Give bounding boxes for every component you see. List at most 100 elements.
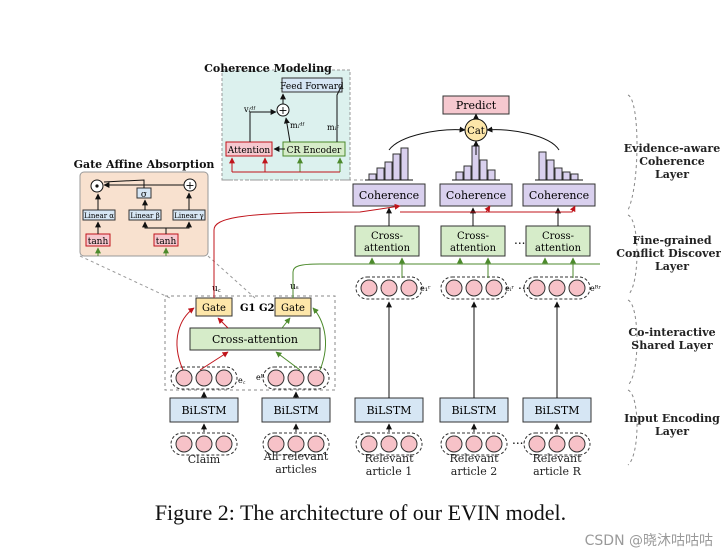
token-rows: [170, 276, 591, 456]
linear-gamma-label: Linear γ: [174, 212, 203, 220]
gate-inset-title: Gate Affine Absorption: [74, 158, 215, 171]
token-circle: [360, 279, 378, 297]
token-circle: [568, 435, 586, 453]
figure-caption: Figure 2: The architecture of our EVIN m…: [154, 500, 567, 525]
svg-text:+: +: [278, 104, 287, 117]
tanh1-label: tanh: [88, 237, 109, 247]
coherence-group: Coherence Coherence Coherence: [352, 145, 596, 207]
histogram-bar: [538, 151, 547, 181]
coherence-modeling-inset: Coherence Modeling Feed Forward + Attent…: [204, 62, 351, 181]
token-row-article1: [355, 276, 423, 300]
histogram-bar: [479, 159, 488, 181]
feed-forward-label: Feed Forward: [280, 82, 344, 92]
token-circle: [445, 435, 463, 453]
histogram-bar: [455, 171, 464, 181]
all-relevant-1: All relevant: [263, 450, 329, 463]
article2-l2: article 2: [451, 465, 497, 478]
attention-label: Attention: [227, 146, 271, 156]
fine-grained-layer: Cross-attention Cross-attention Cross-at…: [354, 207, 591, 257]
er-label: eᴿ: [256, 373, 265, 382]
token-row-all-enc: [262, 366, 330, 390]
all-relevant-2: articles: [275, 463, 317, 476]
article1-l2: article 1: [366, 465, 412, 478]
token-circle: [465, 435, 483, 453]
token-circle: [485, 279, 503, 297]
g2-label: G2: [259, 303, 275, 314]
token-circle: [215, 435, 233, 453]
bilstm-label-4: BiLSTM: [451, 404, 496, 417]
histogram-bar: [554, 167, 563, 181]
articleR-l1: Relevant: [532, 452, 582, 465]
coherence-inset-title: Coherence Modeling: [204, 62, 332, 75]
m-label: mᵢᵈᶠ: [290, 121, 305, 130]
token-circle: [548, 435, 566, 453]
token-circle: [267, 435, 285, 453]
claim-label: Claim: [188, 453, 221, 466]
token-circle: [267, 369, 285, 387]
token-circle: [195, 369, 213, 387]
shared-cross-attention: [189, 327, 321, 351]
histogram-1: [365, 147, 413, 181]
token-circle: [400, 279, 418, 297]
bilstm-label-5: BiLSTM: [534, 404, 579, 417]
eR-label: eᴿʳ: [590, 284, 602, 293]
tok-ellipsis: ...: [518, 278, 529, 292]
token-circle: [400, 435, 418, 453]
token-row-art2-in: [440, 432, 508, 456]
token-row-artR-in: [523, 432, 591, 456]
histogram-bar: [487, 169, 496, 181]
csdn-watermark: CSDN @晓沐咕咕咕: [584, 533, 713, 549]
histogram-bar: [570, 173, 579, 181]
coherence-label-3: Coherence: [529, 189, 589, 202]
gate1-label: Gate: [202, 303, 226, 314]
histogram-bar: [562, 171, 571, 181]
bilstm-label-1: BiLSTM: [181, 404, 226, 417]
token-row-articleR: [523, 276, 591, 300]
tanh2-label: tanh: [156, 237, 177, 247]
gate-affine-absorption-inset: Gate Affine Absorption + σ Linear α Line…: [74, 158, 215, 257]
shared-cross-label: Cross-attention: [212, 333, 298, 346]
token-circle: [360, 435, 378, 453]
histogram-bar: [384, 161, 393, 181]
cr-encoder-label: CR Encoder: [287, 146, 342, 156]
coherence-label-1: Coherence: [359, 189, 419, 202]
ei-label: eᵢʳ: [505, 284, 514, 293]
sigma-label: σ: [141, 190, 147, 200]
token-row-article2: [440, 276, 508, 300]
coherence-label-2: Coherence: [446, 189, 506, 202]
token-circle: [465, 279, 483, 297]
token-circle: [175, 435, 193, 453]
token-row-all-in: [262, 432, 330, 456]
v-label: vᵢᵈᶠ: [243, 105, 256, 114]
fine-cross-1a: Cross-attention: [364, 231, 411, 254]
token-row-claim-in: [170, 432, 238, 456]
token-circle: [195, 435, 213, 453]
fine-ellipsis: ...: [514, 233, 525, 247]
histogram-bar: [392, 153, 401, 181]
fine-cross-3a: Cross-attention: [535, 231, 582, 254]
histogram-3: [535, 151, 583, 181]
histogram-bar: [368, 173, 377, 181]
token-circle: [175, 369, 193, 387]
mi-label: mᵢᶜ: [327, 123, 339, 132]
flow-arrows: [176, 203, 600, 432]
token-row-art1-in: [355, 432, 423, 456]
token-circle: [528, 279, 546, 297]
histogram-bar: [546, 159, 555, 181]
histogram-bar: [376, 167, 385, 181]
predict-label: Predict: [456, 99, 497, 112]
histogram-2: [452, 145, 500, 181]
linear-beta-label: Linear β: [130, 212, 159, 220]
svg-text:+: +: [185, 179, 194, 192]
token-circle: [380, 435, 398, 453]
histogram-bar: [400, 147, 409, 181]
bilstm-label-2: BiLSTM: [273, 404, 318, 417]
token-row-claim-enc: [170, 366, 238, 390]
layer-separators: [627, 94, 638, 466]
ec-label: e꜀: [238, 376, 246, 385]
